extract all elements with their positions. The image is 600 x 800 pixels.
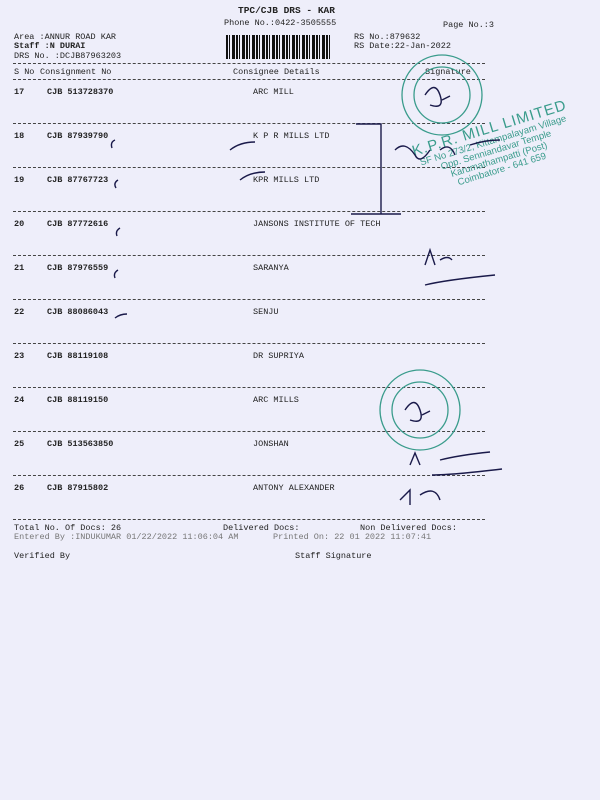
- page-number: Page No.:3: [443, 20, 495, 30]
- divider: [13, 299, 485, 300]
- row-sno: 23: [14, 351, 25, 361]
- row-sno: 25: [14, 439, 25, 449]
- col-signature: Signature: [425, 67, 471, 77]
- row-sno: 26: [14, 483, 25, 493]
- total-docs: Total No. Of Docs: 26: [14, 523, 122, 533]
- consignment-number: CJB 88086043: [47, 307, 109, 317]
- divider: [13, 343, 485, 344]
- row-sno: 20: [14, 219, 25, 229]
- consignee-name: SARANYA: [253, 263, 289, 273]
- consignment-number: CJB 88119150: [47, 395, 109, 405]
- col-sno: S No: [14, 67, 35, 77]
- consignee-name: JANSONS INSTITUTE OF TECH: [253, 219, 381, 229]
- consignee-name: ANTONY ALEXANDER: [253, 483, 335, 493]
- consignment-number: CJB 88119108: [47, 351, 109, 361]
- consignee-name: SENJU: [253, 307, 279, 317]
- drs-number: DRS No. :DCJB87963203: [14, 51, 122, 61]
- consignment-number: CJB 87976559: [47, 263, 109, 273]
- consignee-name: JONSHAN: [253, 439, 289, 449]
- document-title: TPC/CJB DRS - KAR: [238, 5, 335, 16]
- seal-stamp: [379, 54, 483, 451]
- rs-number: RS No.:879632: [354, 32, 421, 42]
- row-sno: 18: [14, 131, 25, 141]
- divider: [13, 167, 485, 168]
- divider: [13, 79, 485, 80]
- signatures: [110, 86, 503, 505]
- delivered-docs: Delivered Docs:: [223, 523, 300, 533]
- consignee-name: DR SUPRIYA: [253, 351, 305, 361]
- consignee-name: KPR MILLS LTD: [253, 175, 320, 185]
- consignment-number: CJB 87767723: [47, 175, 109, 185]
- divider: [13, 123, 485, 124]
- row-sno: 21: [14, 263, 25, 273]
- divider: [13, 255, 485, 256]
- consignment-number: CJB 513563850: [47, 439, 114, 449]
- consignee-name: ARC MILLS: [253, 395, 299, 405]
- barcode: [226, 35, 332, 59]
- divider: [13, 63, 485, 64]
- consignment-number: CJB 87939790: [47, 131, 109, 141]
- divider: [13, 475, 485, 476]
- area: Area :ANNUR ROAD KAR: [14, 32, 117, 42]
- row-sno: 24: [14, 395, 25, 405]
- printed-on: Printed On: 22 01 2022 11:07:41: [273, 532, 432, 542]
- staff: Staff :N DURAI: [14, 41, 86, 51]
- col-consignee: Consignee Details: [233, 67, 320, 77]
- consignment-number: CJB 87915802: [47, 483, 109, 493]
- consignment-number: CJB 513728370: [47, 87, 114, 97]
- divider: [13, 519, 485, 520]
- row-sno: 17: [14, 87, 25, 97]
- row-sno: 22: [14, 307, 25, 317]
- entered-by: Entered By :INDUKUMAR 01/22/2022 11:06:0…: [14, 532, 239, 542]
- non-delivered-docs: Non Delivered Docs:: [360, 523, 457, 533]
- divider: [13, 387, 485, 388]
- consignee-name: K P R MILLS LTD: [253, 131, 330, 141]
- divider: [13, 431, 485, 432]
- verified-by: Verified By: [14, 551, 71, 561]
- staff-signature: Staff Signature: [295, 551, 372, 561]
- consignee-name: ARC MILL: [253, 87, 294, 97]
- col-consignment: Consignment No: [40, 67, 112, 77]
- phone-number: Phone No.:0422-3505555: [224, 18, 337, 28]
- rs-date: RS Date:22-Jan-2022: [354, 41, 451, 51]
- consignment-number: CJB 87772616: [47, 219, 109, 229]
- row-sno: 19: [14, 175, 25, 185]
- divider: [13, 211, 485, 212]
